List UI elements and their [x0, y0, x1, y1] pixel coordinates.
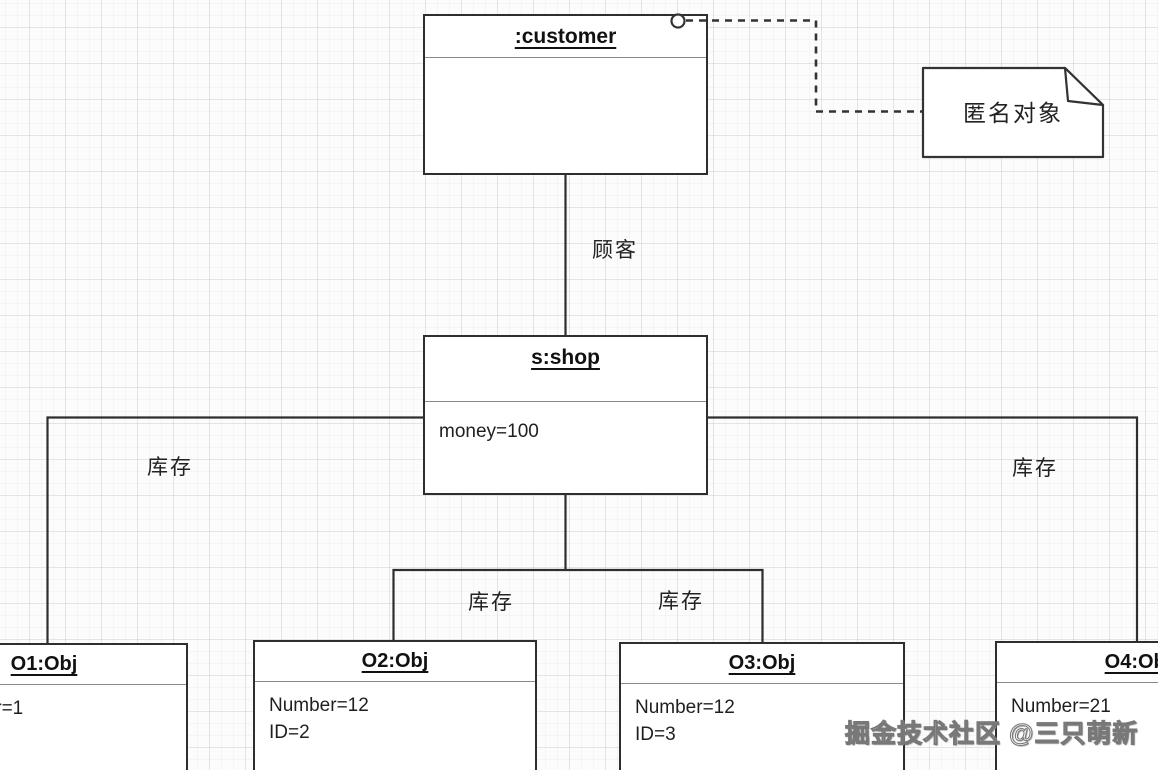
- edge-label-stock-left: 库存: [147, 456, 193, 479]
- o3-body: Number=12 ID=3: [621, 684, 903, 758]
- shop-body: money=100: [425, 402, 706, 455]
- o3-attribute-number: Number=12: [635, 697, 735, 718]
- o2-header: O2:Obj: [255, 642, 535, 682]
- customer-title: :customer: [514, 24, 617, 48]
- customer-header: :customer: [425, 16, 706, 58]
- edge-label-stock-right: 库存: [1012, 457, 1058, 480]
- o4-title: O4:Obj: [1104, 651, 1158, 673]
- o3-header: O3:Obj: [621, 644, 903, 684]
- edge-label-stock-mid-left: 库存: [468, 591, 514, 614]
- note-text: 匿名对象: [963, 99, 1063, 126]
- object-box-o2: O2:Obj Number=12 ID=2: [253, 640, 537, 770]
- shop-attribute-money: money=100: [439, 421, 539, 442]
- o3-attribute-id: ID=3: [635, 724, 676, 745]
- o2-body: Number=12 ID=2: [255, 682, 535, 756]
- o2-attribute-id: ID=2: [269, 722, 310, 743]
- object-box-customer: :customer: [423, 14, 708, 175]
- connector-shop-o1: [46, 416, 424, 644]
- connector-shop-o4: [707, 416, 1139, 642]
- object-box-shop: s:shop money=100: [423, 335, 708, 495]
- o3-title: O3:Obj: [728, 652, 796, 674]
- o1-body: Number=1: [0, 685, 186, 732]
- o1-header: O1:Obj: [0, 645, 186, 685]
- connector-tee-o2-o3: [392, 568, 764, 643]
- watermark: 掘金技术社区 @三只萌新: [844, 720, 1139, 749]
- edge-label-customer: 顾客: [592, 239, 638, 262]
- customer-body: [425, 58, 706, 78]
- o2-title: O2:Obj: [361, 650, 429, 672]
- o1-attribute-number: Number=1: [0, 698, 24, 719]
- o2-attribute-number: Number=12: [269, 695, 369, 716]
- object-box-o1: O1:Obj Number=1: [0, 643, 188, 770]
- edge-label-stock-mid-right: 库存: [658, 590, 704, 613]
- object-box-o3: O3:Obj Number=12 ID=3: [619, 642, 905, 770]
- dashed-link-note: [686, 19, 922, 113]
- o4-attribute-number: Number=21: [1011, 696, 1111, 717]
- shop-title: s:shop: [531, 346, 600, 369]
- o4-body: Number=21: [997, 683, 1158, 730]
- o4-header: O4:Obj: [997, 643, 1158, 683]
- o1-title: O1:Obj: [10, 653, 78, 675]
- object-box-o4: O4:Obj Number=21: [995, 641, 1158, 770]
- shop-header: s:shop: [425, 337, 706, 402]
